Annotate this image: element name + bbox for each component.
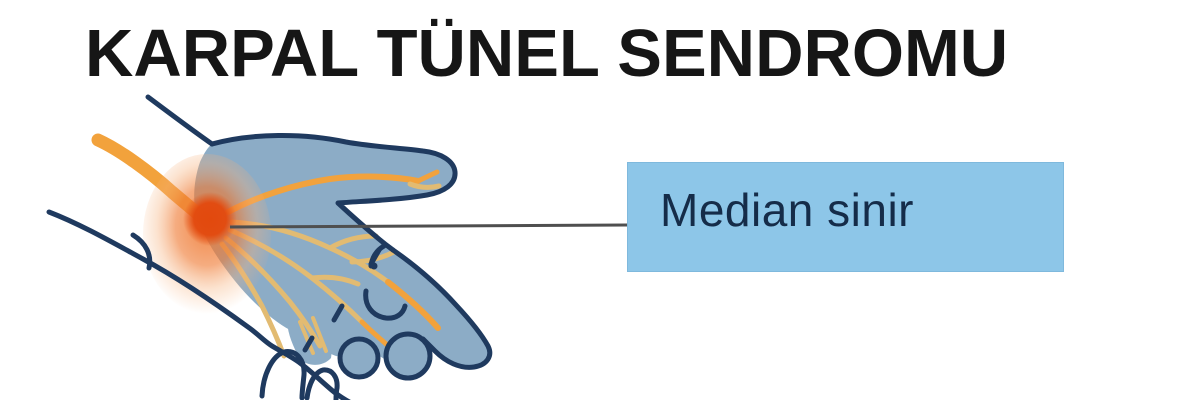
median-nerve-label: Median sinir: [627, 162, 1064, 272]
callout-line: [229, 223, 628, 229]
forearm-outline: [46, 94, 493, 400]
median-nerve-label-text: Median sinir: [660, 184, 914, 236]
page-title: KARPAL TÜNEL SENDROMU: [85, 16, 1009, 91]
fingertips-and-creases: [302, 247, 433, 381]
inflammation-site: [143, 154, 271, 314]
